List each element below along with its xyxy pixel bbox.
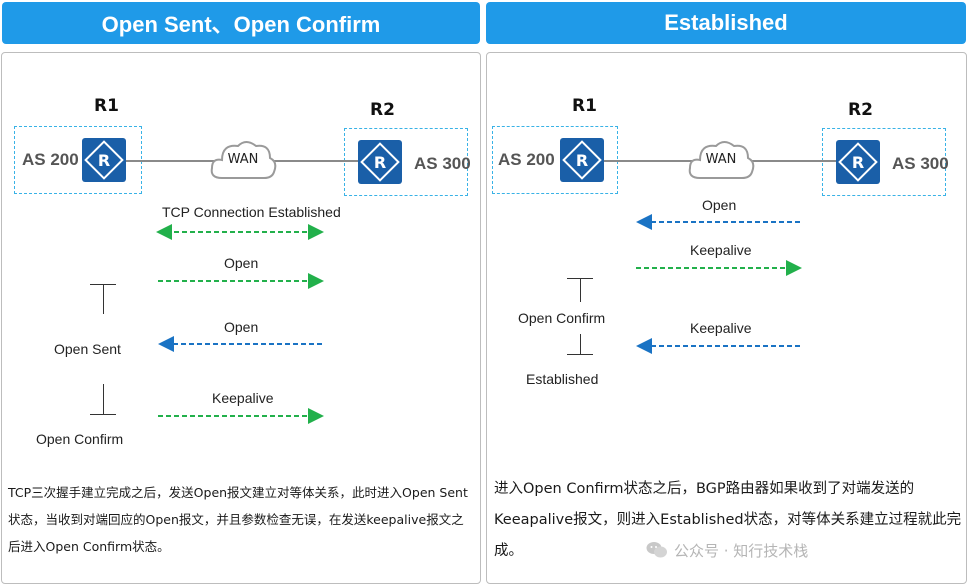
right-msg-keepalive2-label: Keepalive xyxy=(690,320,752,336)
left-r2-router-icon: R xyxy=(358,140,402,184)
right-r2-label: R2 xyxy=(848,100,873,120)
right-as300-box xyxy=(822,128,946,196)
right-state-open-confirm: Open Confirm xyxy=(518,310,606,326)
right-timeline-top-stem xyxy=(580,278,581,302)
left-wan-label: WAN xyxy=(227,152,259,167)
right-timeline-bottom-cap xyxy=(567,354,593,355)
left-as200-label: AS 200 xyxy=(22,150,79,169)
right-r2-router-icon: R xyxy=(836,140,880,184)
left-timeline-top-stem xyxy=(103,284,104,314)
left-msg-tcp-label: TCP Connection Established xyxy=(162,204,341,220)
right-r1-router-icon: R xyxy=(560,138,604,182)
left-wan-cloud-icon: WAN xyxy=(208,136,278,184)
right-as200-label: AS 200 xyxy=(498,150,555,169)
svg-text:R: R xyxy=(576,151,588,170)
left-state-open-sent: Open Sent xyxy=(54,341,121,357)
right-wan-label: WAN xyxy=(705,152,737,167)
right-msg-open-label: Open xyxy=(702,197,737,213)
right-as300-label: AS 300 xyxy=(892,154,949,173)
left-timeline-bottom-cap xyxy=(90,414,116,415)
left-as300-label: AS 300 xyxy=(414,154,471,173)
left-r1-label: R1 xyxy=(94,96,119,116)
wechat-icon xyxy=(646,541,668,563)
svg-text:R: R xyxy=(374,153,386,172)
right-wan-cloud-icon: WAN xyxy=(686,136,756,184)
right-msg-keepalive1-label: Keepalive xyxy=(690,242,752,258)
left-description: TCP三次握手建立完成之后，发送Open报文建立对等体关系，此时进入Open S… xyxy=(8,485,468,554)
left-timeline-bottom-stem xyxy=(103,384,104,414)
left-state-open-confirm: Open Confirm xyxy=(36,431,124,447)
right-state-established: Established xyxy=(526,371,599,387)
right-panel-title: Established xyxy=(486,2,966,44)
svg-text:R: R xyxy=(852,153,864,172)
right-timeline-bottom-stem xyxy=(580,334,581,354)
right-r1-label: R1 xyxy=(572,96,597,116)
watermark-text: 公众号 · 知行技术栈 xyxy=(674,542,809,560)
right-description: 进入Open Confirm状态之后，BGP路由器如果收到了对端发送的Keeap… xyxy=(494,481,962,559)
watermark: 公众号 · 知行技术栈 xyxy=(646,540,808,563)
left-as300-box xyxy=(344,128,468,196)
left-msg-open2-label: Open xyxy=(224,319,259,335)
right-panel-title-text: Established xyxy=(664,10,788,35)
left-panel-title-text: Open Sent、Open Confirm xyxy=(101,12,381,37)
left-r1-router-icon: R xyxy=(82,138,126,182)
left-msg-keepalive-label: Keepalive xyxy=(212,390,274,406)
left-msg-open1-label: Open xyxy=(224,255,259,271)
left-r2-label: R2 xyxy=(370,100,395,120)
left-panel-title: Open Sent、Open Confirm xyxy=(2,2,480,44)
svg-text:R: R xyxy=(98,151,110,170)
